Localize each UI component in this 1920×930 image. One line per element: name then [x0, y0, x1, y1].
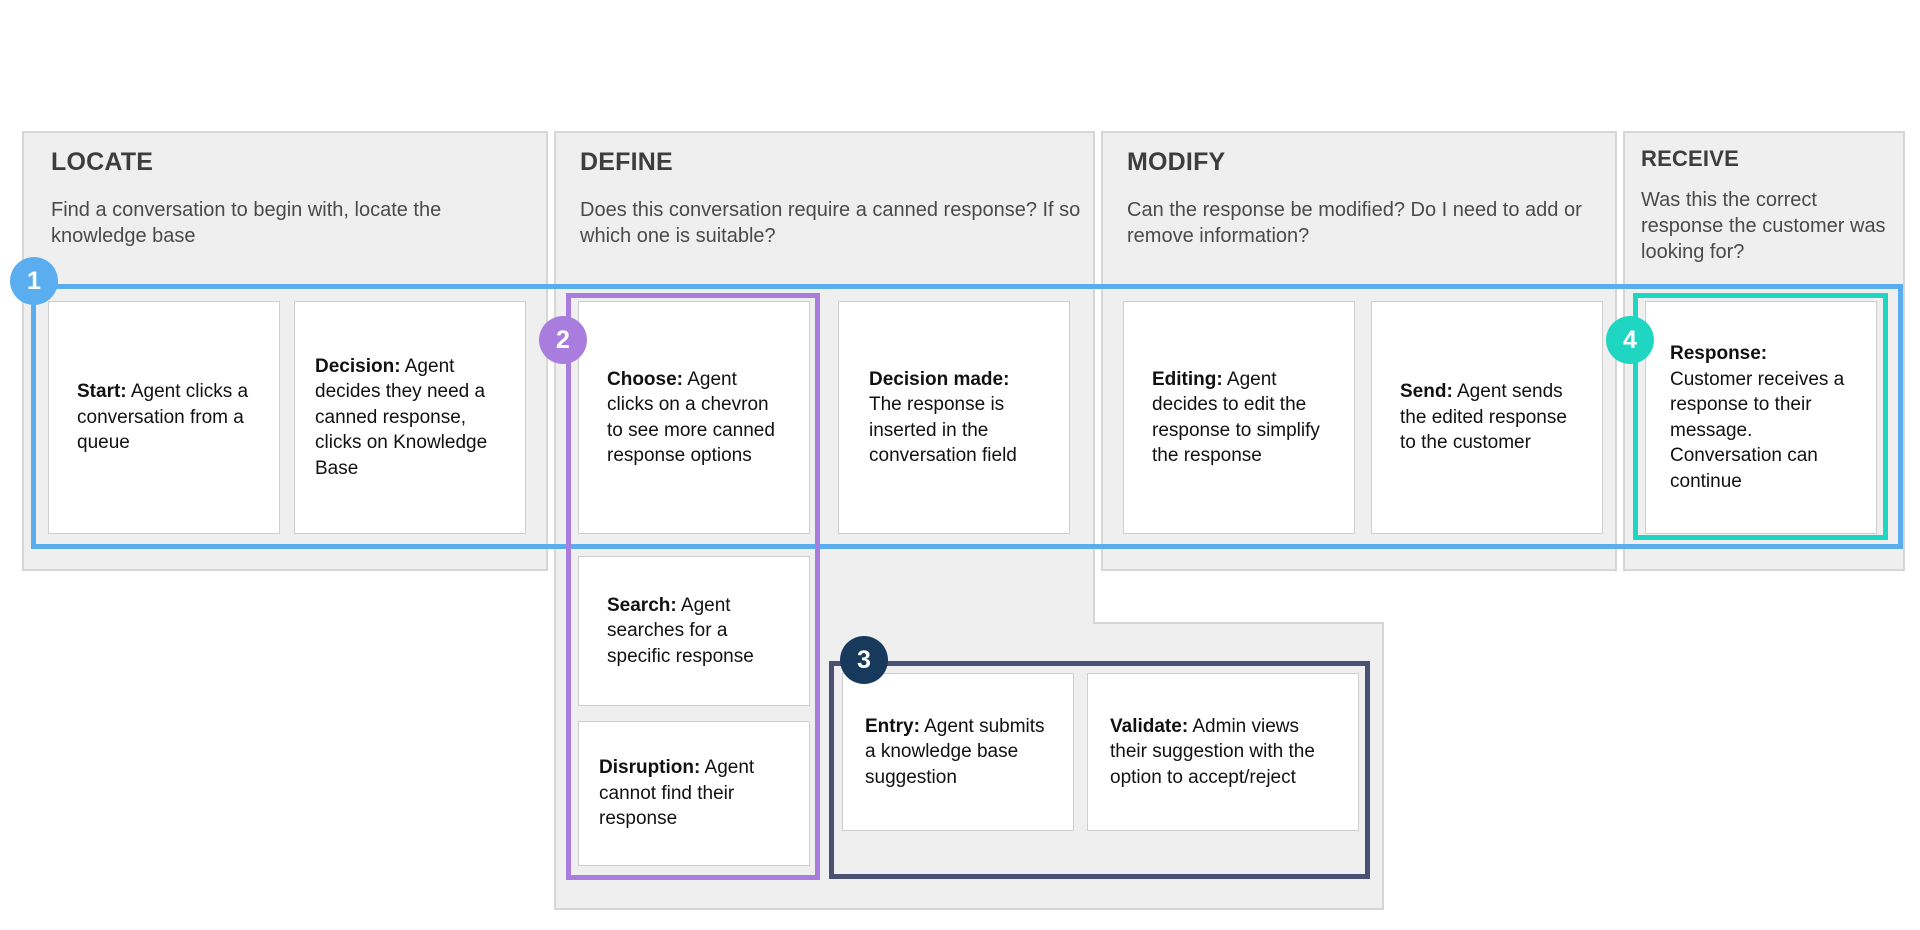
card-editing-text: Editing: Agent decides to edit the respo…: [1124, 367, 1354, 469]
badge-1: 1: [10, 257, 58, 305]
card-entry-body: Agent submits a knowledge base suggestio…: [865, 715, 1045, 788]
card-response: Response: Customer receives a response t…: [1645, 301, 1877, 534]
card-decision-made: Decision made: The response is inserted …: [838, 301, 1070, 534]
card-decision-made-body: The response is inserted in the conversa…: [869, 394, 1017, 466]
phase-desc-define: Does this conversation require a canned …: [580, 199, 1081, 247]
card-choose-text: Choose: Agent clicks on a chevron to see…: [579, 367, 809, 469]
phase-title-receive: RECEIVE: [1641, 146, 1739, 171]
card-start-body: Agent clicks a conversation from a queue: [77, 381, 249, 454]
card-editing: Editing: Agent decides to edit the respo…: [1123, 301, 1355, 534]
phase-title-modify: MODIFY: [1127, 148, 1226, 176]
phase-title-locate: LOCATE: [51, 148, 154, 176]
card-decision-made-label: Decision made:: [869, 368, 1010, 390]
card-validate-label: Validate:: [1110, 715, 1189, 737]
phase-title-define: DEFINE: [580, 148, 673, 176]
card-start-text: Start: Agent clicks a conversation from …: [49, 379, 279, 456]
card-decision-text: Decision: Agent decides they need a cann…: [295, 354, 525, 482]
card-send-body: Agent sends the edited response to the c…: [1400, 381, 1567, 454]
card-disruption-body: Agent cannot find their response: [599, 757, 755, 830]
card-decision: Decision: Agent decides they need a cann…: [294, 301, 526, 534]
card-start: Start: Agent clicks a conversation from …: [48, 301, 280, 534]
card-validate-text: Validate: Admin views their suggestion w…: [1088, 714, 1358, 791]
card-send: Send: Agent sends the edited response to…: [1371, 301, 1603, 534]
phase-desc-modify: Can the response be modified? Do I need …: [1127, 199, 1582, 247]
card-send-label: Send:: [1400, 381, 1453, 403]
card-decision-body: Agent decides they need a canned respons…: [315, 355, 488, 479]
card-editing-body: Agent decides to edit the response to si…: [1152, 368, 1320, 467]
card-search: Search: Agent searches for a specific re…: [578, 556, 810, 706]
badge-4: 4: [1606, 316, 1654, 364]
card-entry: Entry: Agent submits a knowledge base su…: [842, 673, 1074, 831]
card-decision-made-text: Decision made: The response is inserted …: [839, 367, 1069, 469]
card-choose: Choose: Agent clicks on a chevron to see…: [578, 301, 810, 534]
card-disruption: Disruption: Agent cannot find their resp…: [578, 721, 810, 866]
phase-desc-receive: Was this the correct response the custom…: [1641, 189, 1886, 263]
card-send-text: Send: Agent sends the edited response to…: [1372, 379, 1602, 456]
card-response-body: Customer receives a response to their me…: [1670, 368, 1845, 492]
card-decision-label: Decision:: [315, 355, 401, 377]
card-validate: Validate: Admin views their suggestion w…: [1087, 673, 1359, 831]
card-search-body: Agent searches for a specific response: [607, 594, 754, 667]
card-choose-body: Agent clicks on a chevron to see more ca…: [607, 368, 775, 467]
card-disruption-text: Disruption: Agent cannot find their resp…: [579, 755, 809, 832]
badge-3: 3: [840, 636, 888, 684]
card-entry-label: Entry:: [865, 715, 920, 737]
badge-2: 2: [539, 316, 587, 364]
card-validate-body: Admin views their suggestion with the op…: [1110, 715, 1315, 788]
card-search-text: Search: Agent searches for a specific re…: [579, 593, 809, 670]
card-editing-label: Editing:: [1152, 368, 1223, 390]
card-start-label: Start:: [77, 381, 127, 403]
card-choose-label: Choose:: [607, 368, 683, 390]
card-search-label: Search:: [607, 594, 677, 616]
card-response-label: Response:: [1670, 343, 1768, 364]
card-response-text: Response: Customer receives a response t…: [1646, 341, 1876, 494]
card-disruption-label: Disruption:: [599, 757, 701, 779]
card-entry-text: Entry: Agent submits a knowledge base su…: [843, 714, 1073, 791]
phase-desc-locate: Find a conversation to begin with, locat…: [51, 199, 442, 247]
